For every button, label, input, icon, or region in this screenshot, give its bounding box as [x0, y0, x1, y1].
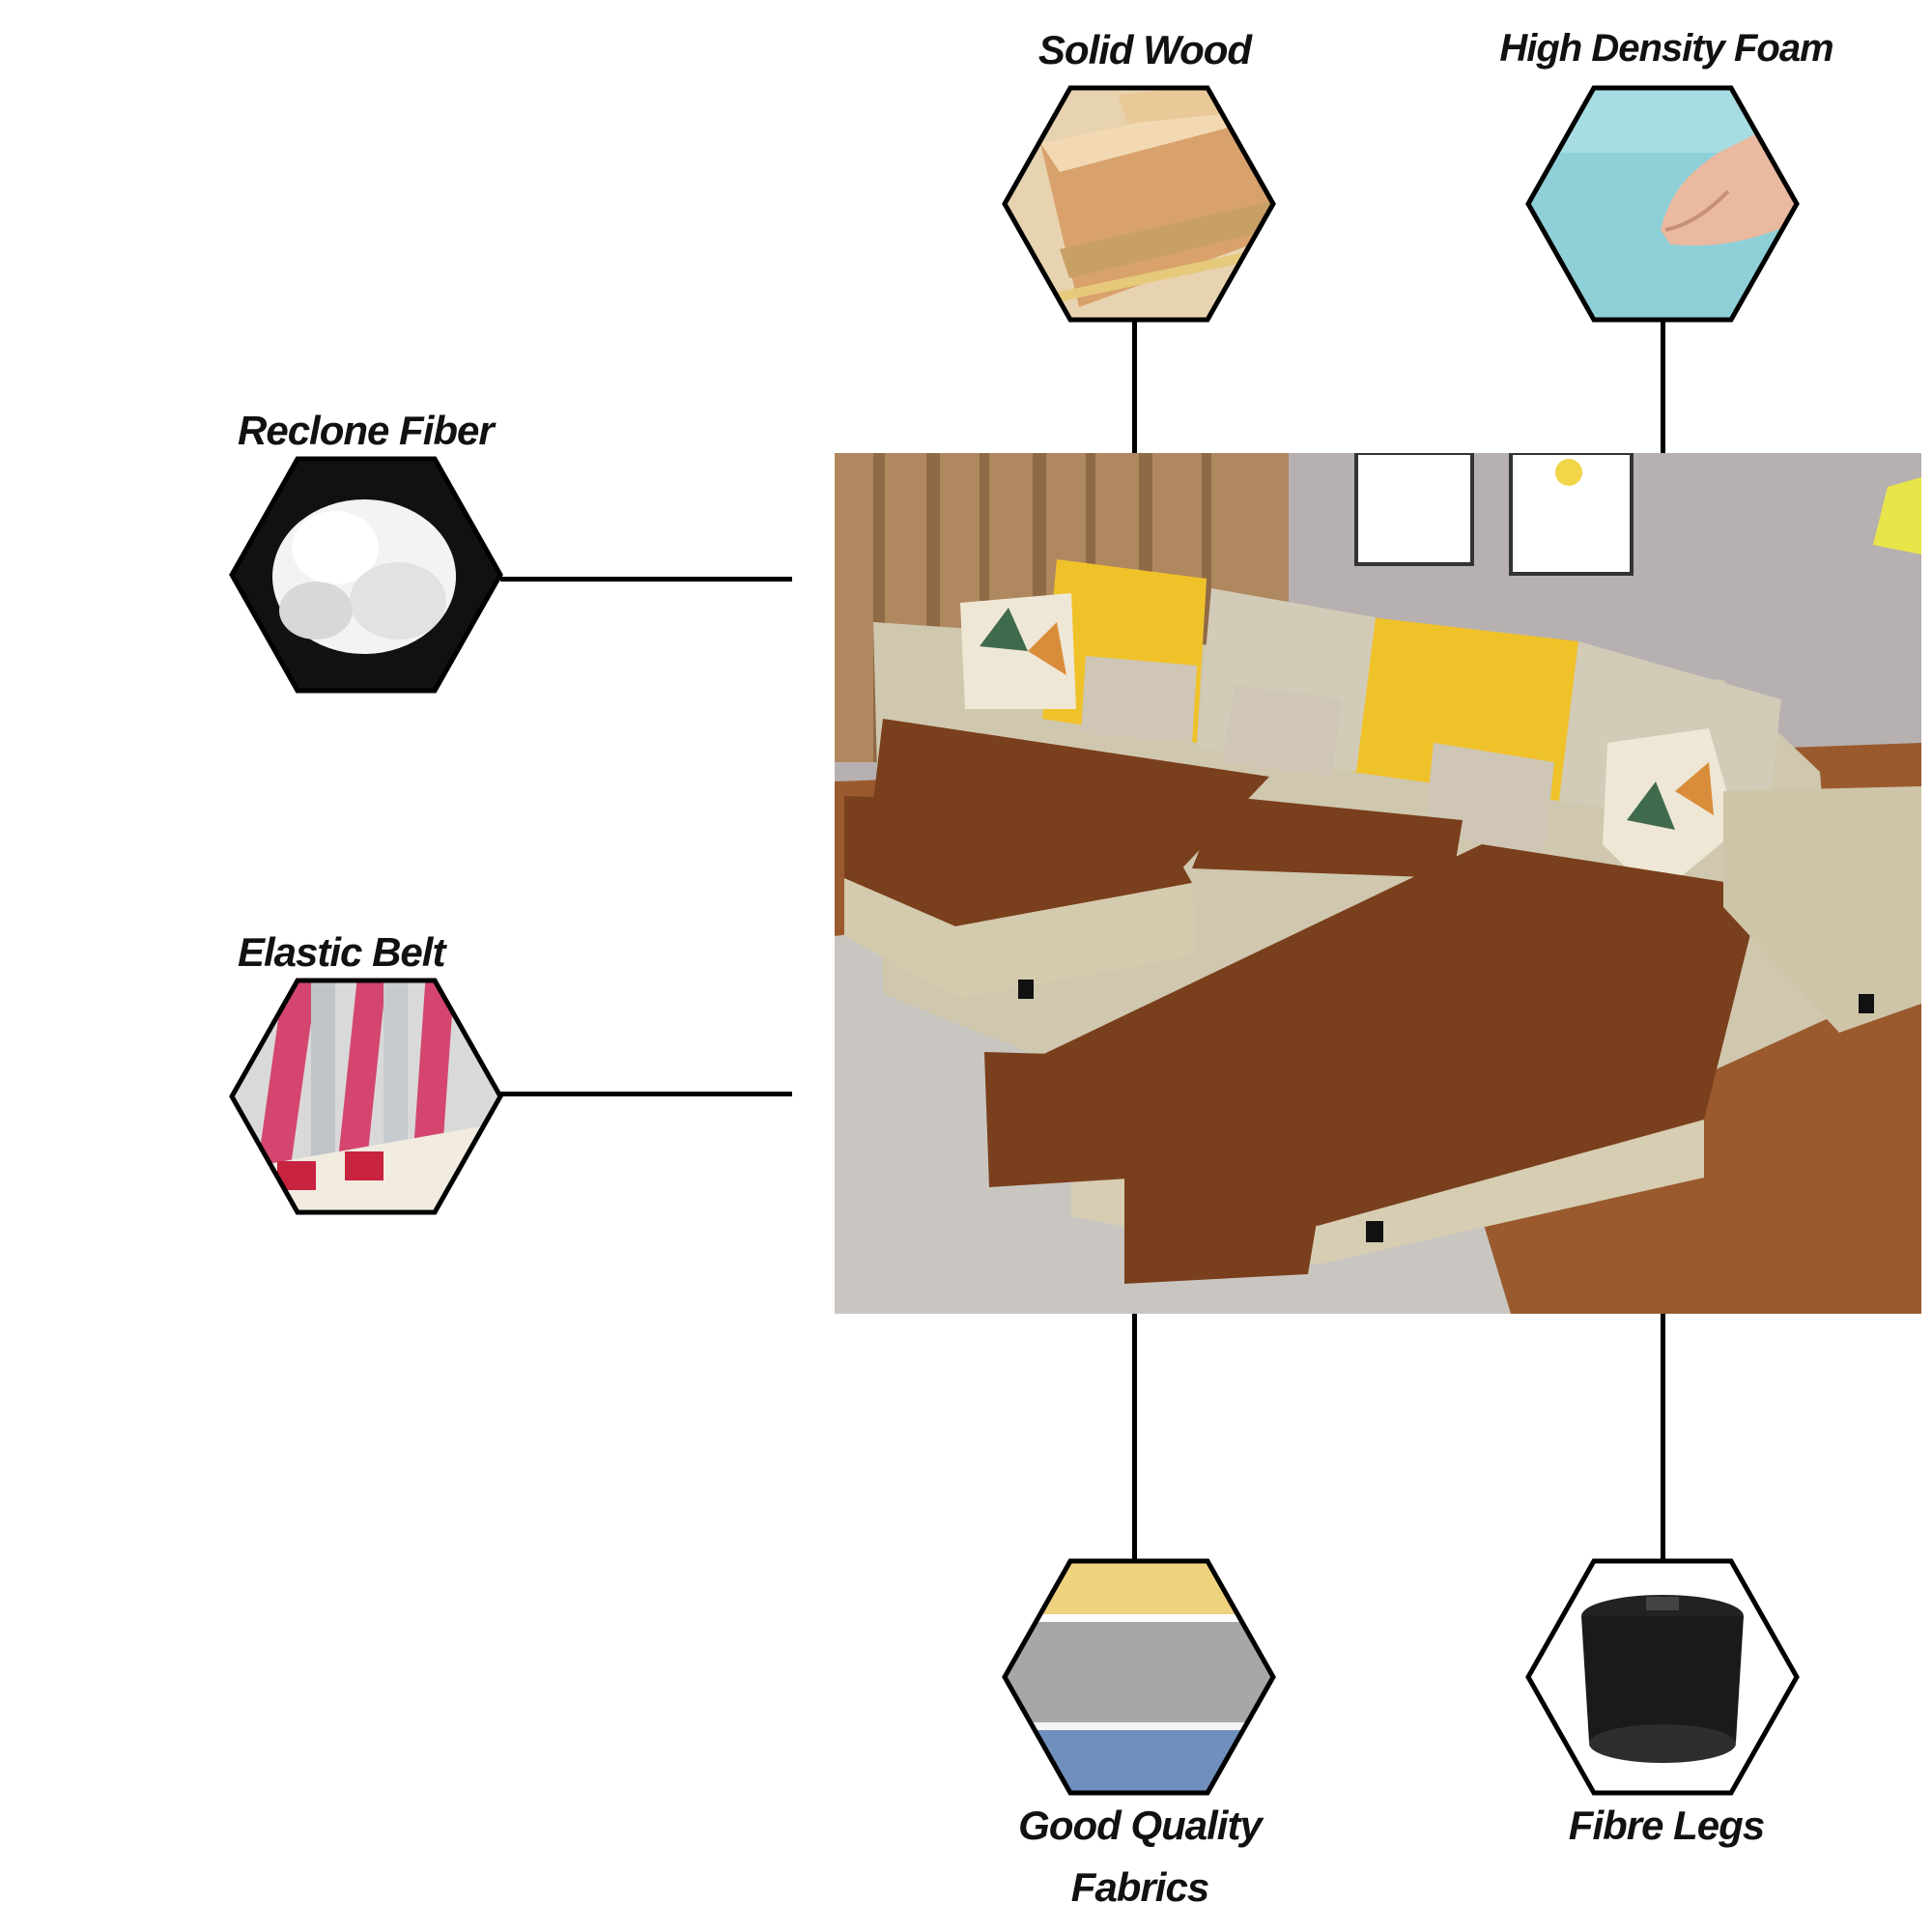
high-density-foam-label: High Density Foam	[1499, 27, 1833, 70]
elastic-belt-icon	[229, 978, 503, 1215]
foam-icon	[1525, 85, 1800, 323]
fibre-leg-icon	[1525, 1558, 1800, 1796]
reclone-fiber-label: Reclone Fiber	[238, 408, 495, 453]
solid-wood-label: Solid Wood	[1037, 27, 1252, 72]
fibre-legs-label: Fibre Legs	[1568, 1803, 1765, 1848]
elastic-belt-label: Elastic Belt	[238, 929, 445, 975]
fiber-icon	[229, 456, 503, 694]
good-quality-fabrics-label-line1: Good Quality	[1018, 1803, 1263, 1848]
good-quality-fabrics-label-line2: Fabrics	[1070, 1864, 1209, 1903]
connector-line-foam	[1661, 319, 1665, 454]
connector-line-legs	[1661, 1314, 1665, 1560]
connector-line-solid-wood	[1132, 319, 1137, 454]
fabric-icon	[1002, 1558, 1276, 1796]
sofa-photo	[835, 453, 1921, 1314]
connector-line-fabrics	[1132, 1314, 1137, 1560]
connector-line-fiber	[500, 577, 792, 582]
solid-wood-icon	[1002, 85, 1276, 323]
connector-line-elastic	[500, 1092, 792, 1096]
